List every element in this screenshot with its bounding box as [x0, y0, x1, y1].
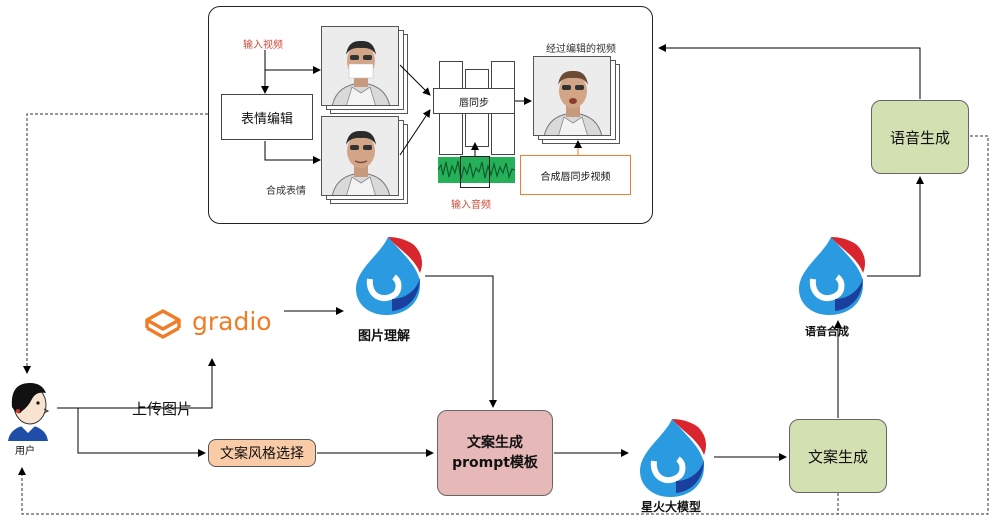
copy-prompt-line2: prompt模板	[452, 455, 538, 471]
face-image-synth	[321, 116, 399, 196]
upload-image-label: 上传图片	[132, 400, 193, 418]
lip-sync-label: 唇同步	[459, 97, 489, 109]
copy-gen-label: 文案生成	[807, 447, 868, 466]
expression-edit-label: 表情编辑	[240, 111, 293, 127]
style-select-box: 文案风格选择	[208, 439, 316, 467]
copy-prompt-line1: 文案生成	[467, 435, 523, 451]
user-label: 用户	[15, 446, 35, 457]
audio-window	[460, 156, 490, 188]
image-understanding-caption: 图片理解	[358, 329, 411, 344]
copy-prompt-template-box: 文案生成 prompt模板	[437, 410, 553, 496]
face-image-output	[533, 56, 611, 136]
synth-lip-video-label: 合成唇同步视频	[540, 171, 611, 183]
lip-sync-box: 唇同步	[433, 88, 515, 114]
edited-video-label: 经过编辑的视频	[546, 44, 616, 55]
input-video-label: 输入视频	[243, 40, 283, 51]
spark-logo-llm	[632, 415, 712, 504]
spark-logo-image-understanding	[348, 233, 428, 322]
gradio-logo	[143, 306, 283, 352]
gradio-wordmark: gradio	[192, 307, 272, 336]
synth-expression-label: 合成表情	[266, 186, 306, 197]
copy-gen-box: 文案生成	[789, 419, 887, 493]
audio-waveform	[438, 157, 515, 183]
spark-model-caption: 星火大模型	[641, 500, 702, 514]
tts-box: 语音生成	[871, 100, 969, 174]
style-select-label: 文案风格选择	[220, 446, 304, 462]
synth-lip-video-box: 合成唇同步视频	[520, 155, 631, 195]
face-image-masked	[321, 26, 399, 106]
tts-box-label: 语音生成	[889, 128, 950, 147]
spark-logo-tts	[791, 233, 871, 322]
expression-edit-box: 表情编辑	[221, 94, 313, 140]
input-audio-label: 输入音频	[451, 200, 491, 211]
user-avatar	[2, 377, 56, 445]
